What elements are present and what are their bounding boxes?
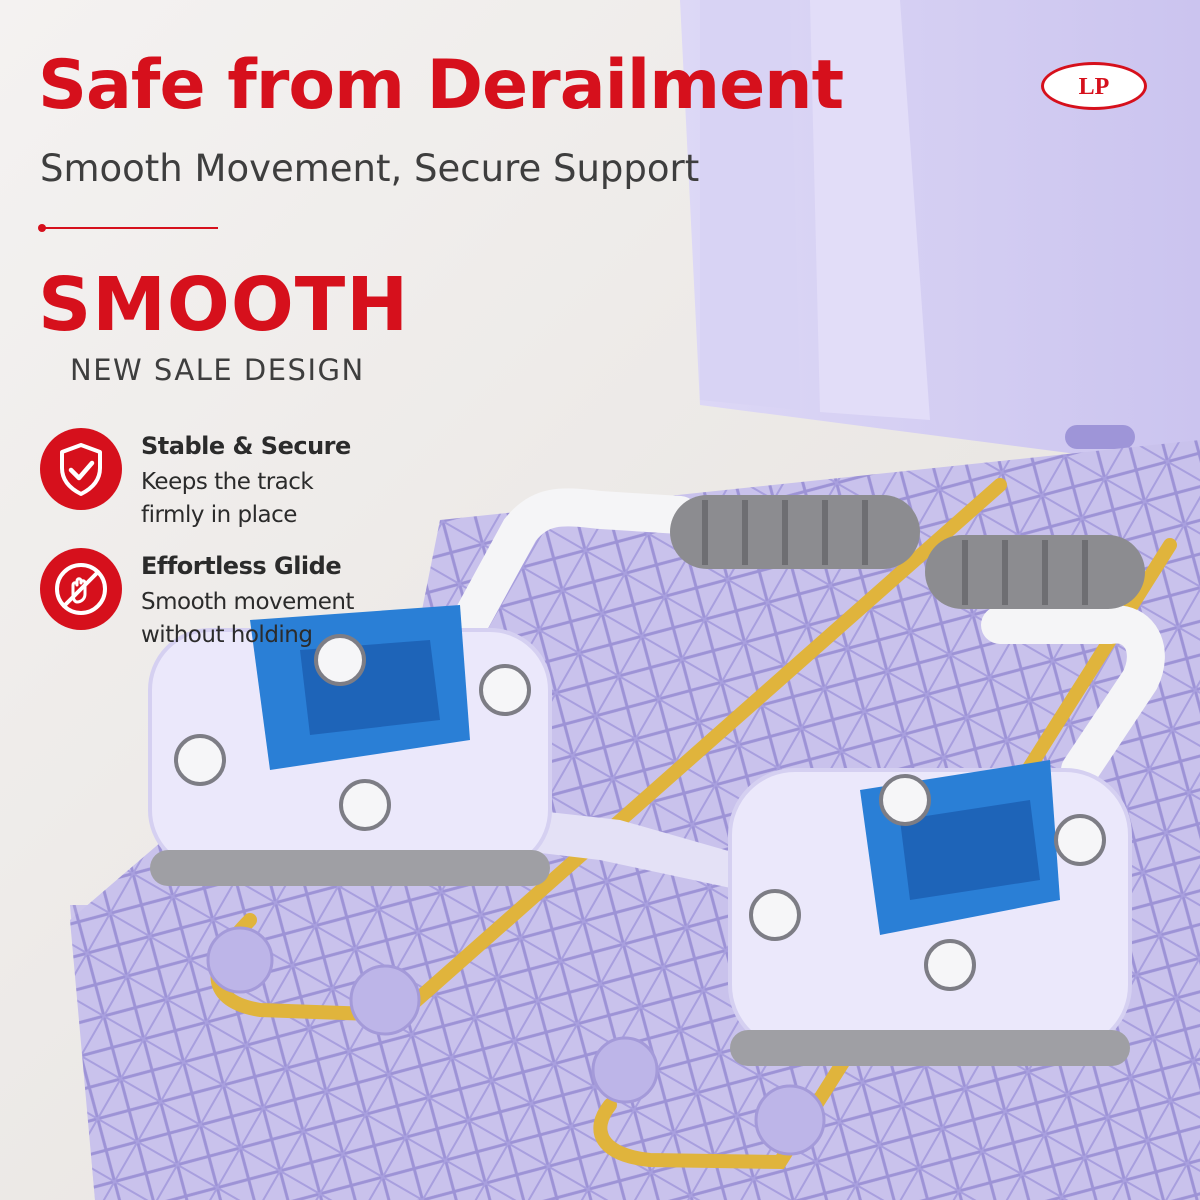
feature-stable-secure: Stable & Secure Keeps the track firmly i… <box>40 428 370 538</box>
feature-description: Keeps the track firmly in place <box>141 466 314 532</box>
feature-description: Smooth movement without holding <box>141 586 354 652</box>
feature-title: Effortless Glide <box>141 552 342 580</box>
feature-description-line: Smooth movement <box>141 589 354 615</box>
tagline: NEW SALE DESIGN <box>70 353 365 387</box>
feature-description-line: without holding <box>141 622 313 648</box>
no-hands-icon <box>40 548 122 630</box>
subheadline: Smooth Movement, Secure Support <box>40 147 700 190</box>
feature-description-line: firmly in place <box>141 502 297 528</box>
feature-effortless-glide: Effortless Glide Smooth movement without… <box>40 548 370 658</box>
divider <box>38 224 218 232</box>
feature-title: Stable & Secure <box>141 432 351 460</box>
feature-description-line: Keeps the track <box>141 469 314 495</box>
shield-check-icon <box>40 428 122 510</box>
brand-logo: LP <box>1041 62 1147 110</box>
headline: Safe from Derailment <box>38 46 844 125</box>
feature-word: SMOOTH <box>38 262 410 348</box>
brand-logo-text: LP <box>1078 74 1110 100</box>
